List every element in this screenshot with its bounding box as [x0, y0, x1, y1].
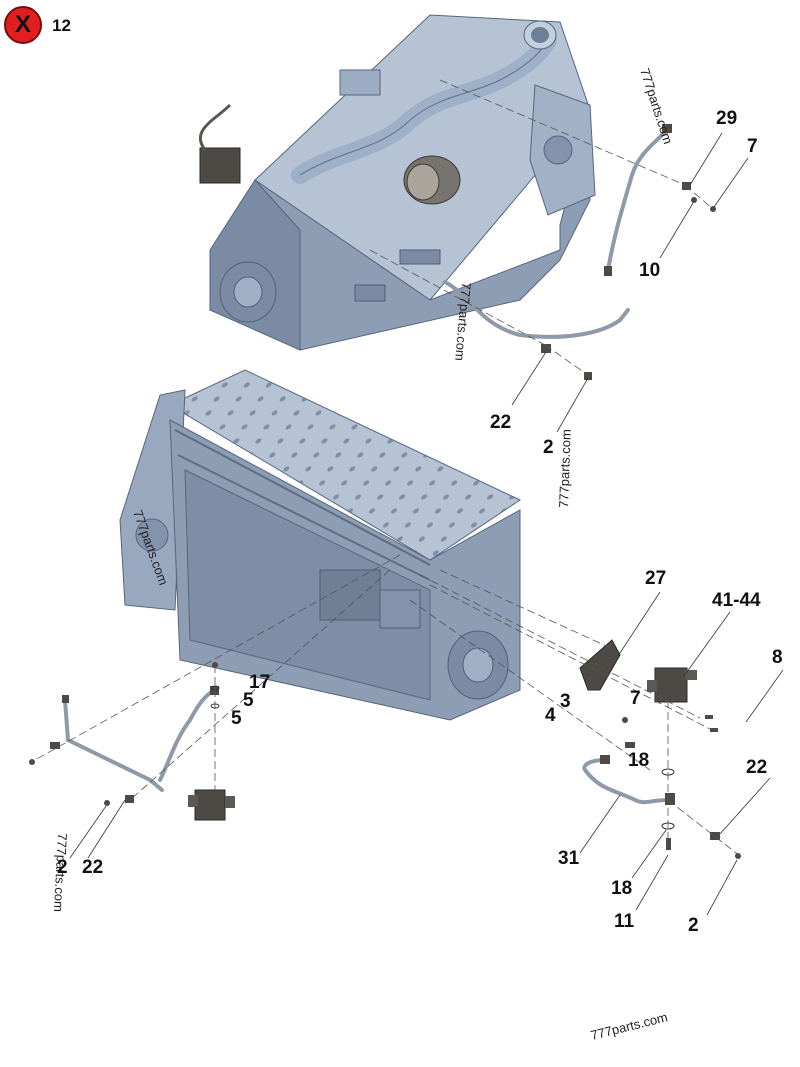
callout-11: 11	[614, 911, 635, 932]
close-glyph: X	[14, 11, 31, 38]
bottom-engine-illustration	[119, 369, 522, 721]
tube-29	[606, 126, 670, 272]
callout-22-right: 22	[746, 757, 768, 778]
sensor-41-44	[647, 667, 697, 703]
sensor-left	[188, 789, 235, 821]
page-number: 12	[52, 16, 71, 35]
callout-5: 5	[243, 690, 254, 711]
callout-18b: 18	[611, 878, 633, 899]
watermark: 777parts.com	[589, 1009, 669, 1043]
top-engine-illustration	[198, 14, 596, 351]
watermark: 777parts.com	[556, 429, 574, 508]
callout-17: 17	[249, 672, 271, 693]
watermark: 777parts.com	[51, 833, 70, 912]
callout-27: 27	[645, 568, 667, 589]
callout-10: 10	[639, 260, 661, 281]
callout-8: 8	[772, 647, 783, 668]
callout-41-44: 41-44	[712, 590, 761, 611]
callout-4: 4	[545, 705, 556, 726]
bracket-27	[579, 639, 621, 691]
watermark: 777parts.com	[637, 66, 676, 146]
callout-31: 31	[558, 848, 580, 869]
callout-7: 7	[747, 136, 758, 157]
tube-left	[63, 688, 217, 792]
callout-3: 3	[560, 691, 571, 712]
callout-18: 18	[628, 750, 650, 771]
tube-22-top	[443, 280, 630, 339]
callout-2: 2	[543, 437, 554, 458]
callout-7b: 7	[630, 688, 641, 709]
close-icon[interactable]: X	[4, 6, 42, 44]
tube-31	[582, 758, 670, 805]
callout-22-left: 22	[82, 857, 104, 878]
callout-2-right: 2	[688, 915, 699, 936]
watermark: 777parts.com	[452, 282, 474, 362]
callout-5b: 5	[231, 708, 242, 729]
callout-29: 29	[716, 108, 738, 129]
callout-22: 22	[490, 412, 512, 433]
callout-2-left: 2	[57, 857, 68, 878]
